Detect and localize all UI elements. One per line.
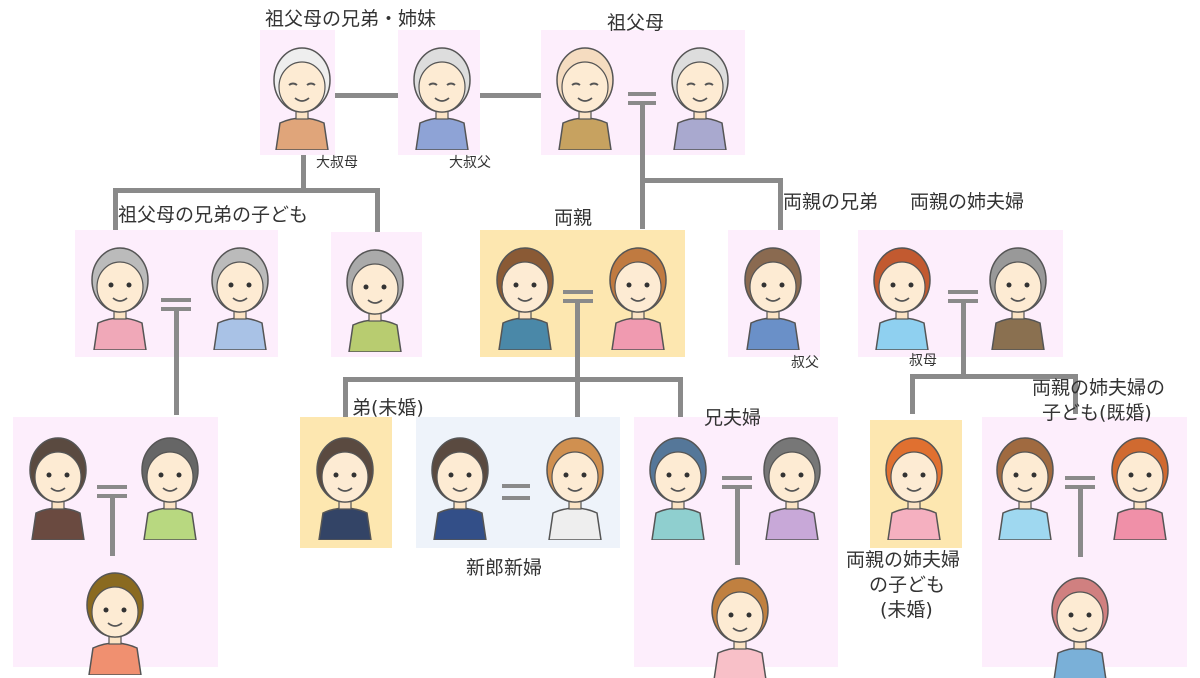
descent-line: [375, 188, 380, 232]
label-parent-brother: 両親の兄弟: [783, 191, 879, 213]
marriage-equals: [628, 92, 656, 96]
person-illustration: [1100, 425, 1180, 544]
person-illustration: [1040, 565, 1120, 678]
person-illustration: [752, 425, 832, 544]
person-illustration: [978, 235, 1058, 354]
person-illustration: [874, 425, 954, 544]
descent-line: [735, 485, 740, 565]
marriage-equals: [563, 290, 593, 294]
label-aunt: 叔母: [909, 353, 937, 369]
marriage-equals: [161, 298, 191, 302]
label-great-uncle: 大叔父: [449, 155, 491, 171]
descent-line: [640, 178, 783, 183]
marriage-equals: [502, 484, 530, 488]
label-unmarried-cousin-line2: の子ども: [869, 574, 946, 596]
label-uncle: 叔父: [791, 355, 819, 371]
person-illustration: [305, 425, 385, 544]
person-illustration: [733, 235, 813, 354]
person-illustration: [420, 425, 500, 544]
person-illustration: [535, 425, 615, 544]
descent-line: [1073, 374, 1078, 414]
person-illustration: [985, 425, 1065, 544]
person-illustration: [402, 35, 482, 154]
descent-line: [778, 178, 783, 230]
label-unmarried-cousin-line3: (未婚): [880, 599, 933, 621]
label-grandparents: 祖父母: [607, 12, 665, 34]
descent-line: [910, 374, 1078, 379]
descent-line: [678, 377, 683, 417]
label-elder-brother-couple: 兄夫婦: [704, 407, 762, 429]
person-illustration: [200, 235, 280, 354]
marriage-equals: [722, 476, 752, 480]
person-illustration: [862, 235, 942, 354]
label-married-cousin-line1: 両親の姉夫婦の: [1032, 377, 1166, 399]
person-illustration: [18, 425, 98, 544]
label-great-aunt: 大叔母: [316, 155, 358, 171]
descent-line: [961, 299, 966, 379]
descent-line: [1078, 485, 1083, 557]
descent-line: [575, 299, 580, 417]
label-grandparent-siblings: 祖父母の兄弟・姉妹: [265, 8, 437, 30]
descent-line: [113, 188, 380, 193]
person-illustration: [335, 237, 415, 356]
person-illustration: [700, 565, 780, 678]
person-illustration: [598, 235, 678, 354]
person-illustration: [75, 560, 155, 678]
person-illustration: [130, 425, 210, 544]
descent-line: [113, 188, 118, 230]
label-bride-groom: 新郎新婦: [466, 557, 543, 579]
label-younger-brother: 弟(未婚): [352, 397, 424, 419]
label-parents: 両親: [554, 207, 593, 229]
descent-line: [301, 155, 306, 192]
label-parent-sister-couple: 両親の姉夫婦: [910, 191, 1025, 213]
descent-line: [343, 377, 348, 417]
descent-line: [110, 494, 115, 556]
marriage-equals: [502, 496, 530, 500]
sibling-line: [335, 93, 398, 98]
label-married-cousin-line2: 子ども(既婚): [1042, 402, 1152, 424]
person-illustration: [485, 235, 565, 354]
marriage-equals: [97, 485, 127, 489]
descent-line: [174, 307, 179, 415]
label-grandparent-sibling-children: 祖父母の兄弟の子ども: [118, 204, 309, 226]
label-unmarried-cousin-line1: 両親の姉夫婦: [846, 549, 961, 571]
sibling-line: [480, 93, 541, 98]
marriage-equals: [1065, 476, 1095, 480]
person-illustration: [638, 425, 718, 544]
descent-line: [910, 374, 915, 414]
person-illustration: [80, 235, 160, 354]
descent-line: [343, 377, 683, 382]
person-illustration: [262, 35, 342, 154]
person-illustration: [660, 35, 740, 154]
marriage-equals: [948, 290, 978, 294]
descent-line: [640, 101, 645, 229]
person-illustration: [545, 35, 625, 154]
